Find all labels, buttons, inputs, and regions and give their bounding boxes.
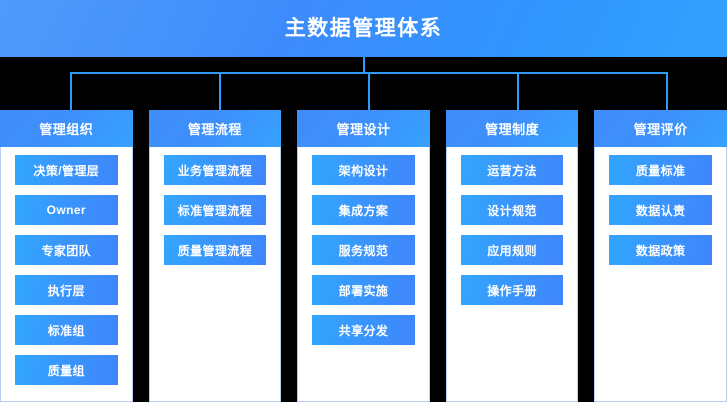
column-header-management-design[interactable]: 管理设计 xyxy=(297,110,430,147)
column-management-process: 管理流程 业务管理流程 标准管理流程 质量管理流程 xyxy=(148,110,282,402)
item-label: 数据政策 xyxy=(635,243,686,258)
item-label: 质量标准 xyxy=(635,163,686,178)
item-label: 业务管理流程 xyxy=(177,163,253,178)
item-box[interactable]: 操作手册 xyxy=(460,275,564,305)
item-label: 服务规范 xyxy=(338,243,389,258)
column-group: 管理组织 决策/管理层 Owner 专家团队 执行层 标准组 质量组 管理流程 … xyxy=(0,110,727,402)
column-body-management-organization: 决策/管理层 Owner 专家团队 执行层 标准组 质量组 xyxy=(0,147,133,402)
diagram-title: 主数据管理体系 xyxy=(284,17,443,40)
item-box[interactable]: 质量标准 xyxy=(609,155,712,185)
column-body-management-process: 业务管理流程 标准管理流程 质量管理流程 xyxy=(148,147,282,402)
item-box[interactable]: 集成方案 xyxy=(312,195,415,225)
item-label: 质量管理流程 xyxy=(177,243,253,258)
item-box[interactable]: 服务规范 xyxy=(312,235,415,265)
column-header-management-process[interactable]: 管理流程 xyxy=(148,110,282,147)
column-management-design: 管理设计 架构设计 集成方案 服务规范 部署实施 共享分发 xyxy=(297,110,430,402)
connector-drop-3 xyxy=(368,72,370,110)
item-box[interactable]: Owner xyxy=(15,195,118,225)
column-header-label: 管理设计 xyxy=(336,122,391,137)
item-box[interactable]: 专家团队 xyxy=(15,235,118,265)
item-label: 共享分发 xyxy=(338,323,389,338)
item-box[interactable]: 决策/管理层 xyxy=(15,155,118,185)
item-box[interactable]: 质量管理流程 xyxy=(163,235,267,265)
item-box[interactable]: 架构设计 xyxy=(312,155,415,185)
connector-drop-2 xyxy=(219,72,221,110)
item-label: 执行层 xyxy=(47,283,85,298)
column-header-label: 管理流程 xyxy=(187,122,242,137)
item-label: 应用规则 xyxy=(487,243,537,258)
column-management-system: 管理制度 运营方法 设计规范 应用规则 操作手册 xyxy=(445,110,579,402)
item-box[interactable]: 部署实施 xyxy=(312,275,415,305)
item-label: 操作手册 xyxy=(487,283,537,298)
column-header-management-system[interactable]: 管理制度 xyxy=(445,110,579,147)
item-box[interactable]: 设计规范 xyxy=(460,195,564,225)
column-header-management-evaluation[interactable]: 管理评价 xyxy=(594,110,727,147)
item-box[interactable]: 执行层 xyxy=(15,275,118,305)
item-label: 质量组 xyxy=(47,363,85,378)
item-label: 专家团队 xyxy=(41,243,92,258)
diagram-title-banner: 主数据管理体系 xyxy=(0,0,727,57)
item-label: 数据认责 xyxy=(635,203,686,218)
item-box[interactable]: 标准管理流程 xyxy=(163,195,267,225)
item-box[interactable]: 应用规则 xyxy=(460,235,564,265)
item-label: 集成方案 xyxy=(338,203,389,218)
column-management-organization: 管理组织 决策/管理层 Owner 专家团队 执行层 标准组 质量组 xyxy=(0,110,133,402)
item-label: Owner xyxy=(46,203,86,217)
column-body-management-evaluation: 质量标准 数据认责 数据政策 xyxy=(594,147,727,402)
item-label: 设计规范 xyxy=(487,203,537,218)
connector-stem xyxy=(363,57,365,73)
item-box[interactable]: 运营方法 xyxy=(460,155,564,185)
item-label: 标准组 xyxy=(47,323,85,338)
connector-drop-1 xyxy=(70,72,72,110)
item-label: 决策/管理层 xyxy=(33,163,100,178)
column-header-label: 管理组织 xyxy=(39,122,94,137)
item-box[interactable]: 质量组 xyxy=(15,355,118,385)
item-box[interactable]: 数据认责 xyxy=(609,195,712,225)
column-management-evaluation: 管理评价 质量标准 数据认责 数据政策 xyxy=(594,110,727,402)
column-header-label: 管理评价 xyxy=(633,122,688,137)
column-header-management-organization[interactable]: 管理组织 xyxy=(0,110,133,147)
item-box[interactable]: 标准组 xyxy=(15,315,118,345)
column-body-management-design: 架构设计 集成方案 服务规范 部署实施 共享分发 xyxy=(297,147,430,402)
item-label: 运营方法 xyxy=(487,163,537,178)
connector-drop-4 xyxy=(517,72,519,110)
column-body-management-system: 运营方法 设计规范 应用规则 操作手册 xyxy=(445,147,579,402)
column-header-label: 管理制度 xyxy=(485,122,540,137)
item-box[interactable]: 数据政策 xyxy=(609,235,712,265)
item-label: 部署实施 xyxy=(338,283,389,298)
item-label: 标准管理流程 xyxy=(177,203,253,218)
item-box[interactable]: 共享分发 xyxy=(312,315,415,345)
item-label: 架构设计 xyxy=(338,163,389,178)
item-box[interactable]: 业务管理流程 xyxy=(163,155,267,185)
connector-drop-5 xyxy=(666,72,668,110)
